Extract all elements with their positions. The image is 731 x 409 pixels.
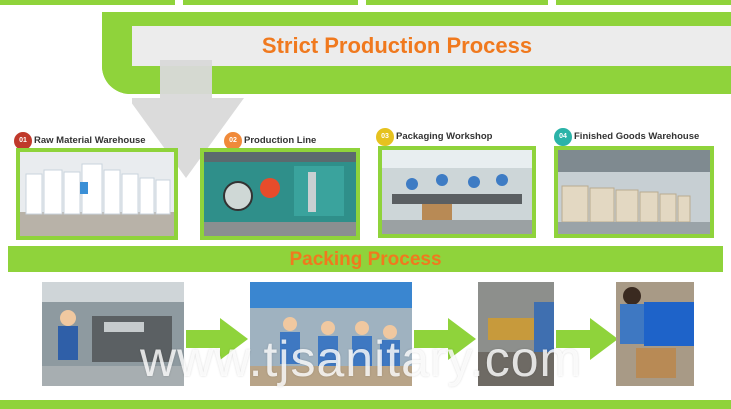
packing-title: Packing Process	[289, 249, 442, 270]
photo-finished-goods-warehouse	[554, 146, 714, 238]
stage-label-text: Production Line	[244, 135, 317, 146]
watermark: www.tjsanitary.com	[140, 331, 583, 387]
top-bar-segment	[0, 0, 175, 5]
stage-label-finished-goods: 04 Finished Goods Warehouse	[554, 128, 730, 146]
stage-number-badge: 04	[554, 128, 572, 146]
photo-packaging-workshop	[378, 146, 536, 238]
stage-label-text: Raw Material Warehouse	[34, 135, 146, 146]
stage-label-text: Packaging Workshop	[396, 131, 493, 142]
packing-step-photo	[616, 282, 694, 386]
packing-step-photo	[478, 282, 554, 386]
down-arrow-icon	[132, 60, 244, 178]
top-bar-segment	[556, 0, 731, 5]
top-bar-segment	[183, 0, 358, 5]
photo-raw-material-warehouse	[16, 148, 178, 240]
title-band	[132, 26, 731, 66]
frame-top	[102, 12, 731, 26]
arrow-right-icon	[414, 318, 476, 360]
arrow-right-icon	[556, 318, 618, 360]
stage-label-packaging-workshop: 03 Packaging Workshop	[376, 128, 536, 146]
packing-step-photo	[250, 282, 412, 386]
bottom-bar	[0, 400, 731, 409]
photo-production-line	[200, 148, 360, 240]
packing-band	[8, 246, 723, 272]
packing-step-photo	[42, 282, 184, 386]
stage-number-badge: 03	[376, 128, 394, 146]
top-strip	[0, 0, 731, 10]
page-title: Strict Production Process	[261, 33, 533, 58]
arrow-right-icon	[186, 318, 248, 360]
stage-label-text: Finished Goods Warehouse	[574, 131, 700, 142]
top-bar-segment	[366, 0, 548, 5]
stage-label-production-line: 02 Production Line	[224, 132, 364, 150]
